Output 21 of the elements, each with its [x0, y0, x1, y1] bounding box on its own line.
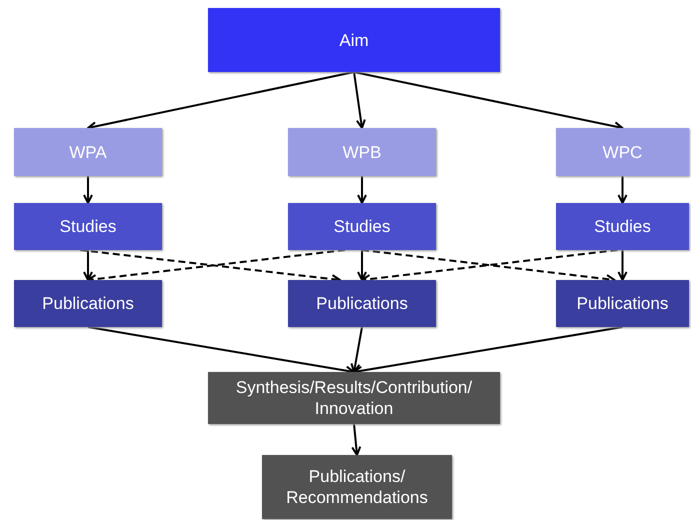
process-box: Aim: [208, 8, 500, 72]
process-box: Studies: [14, 203, 162, 250]
arrow: [618, 250, 628, 281]
arrow: [83, 250, 93, 281]
arrow: [357, 176, 367, 204]
process-box: WPC: [556, 128, 689, 176]
process-box: Synthesis/Results/Contribution/ Innovation: [208, 372, 500, 424]
arrow: [353, 72, 366, 129]
arrow: [357, 250, 367, 281]
arrow: [618, 176, 628, 204]
process-box: Studies: [556, 203, 689, 250]
process-box: WPB: [288, 128, 436, 176]
arrow: [83, 176, 93, 204]
process-box: Publications: [556, 280, 689, 327]
arrow: [350, 326, 363, 373]
process-box: WPA: [14, 128, 162, 176]
process-box: Publications: [14, 280, 162, 327]
arrow: [351, 424, 362, 456]
process-box: Studies: [288, 203, 436, 250]
process-box: Publications/ Recommendations: [262, 455, 452, 519]
process-box: Publications: [288, 280, 436, 327]
